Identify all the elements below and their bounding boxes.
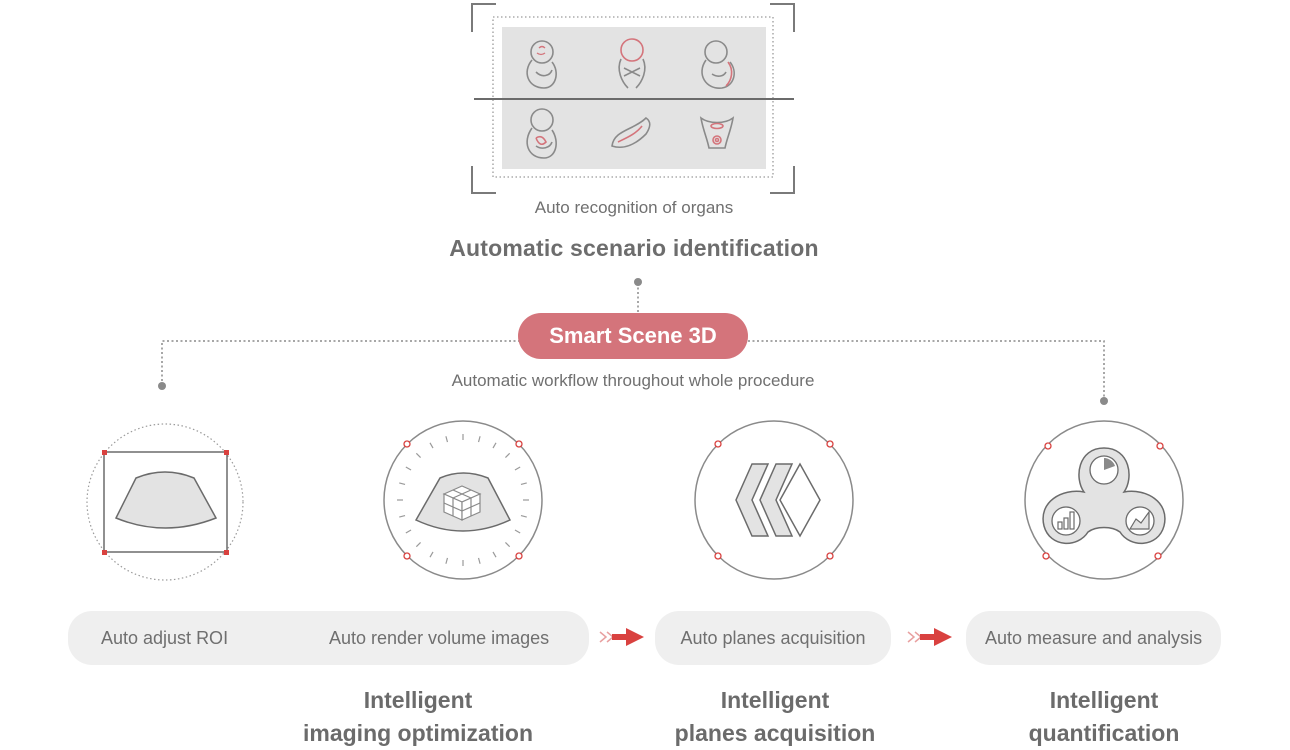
group-title-quantification-line2: quantification [1028,720,1180,746]
arrow-2-icon [599,628,644,646]
right-connector [748,340,1105,400]
uterus-icon [611,116,651,149]
radial-tick [492,551,497,558]
fetus-spine-icon [701,40,735,89]
fetus-face-icon [618,38,646,89]
radial-tick [405,466,412,471]
step-label-auto-planes: Auto planes acquisition [680,627,866,648]
radial-tick [445,436,449,443]
step-pill-planes: Auto planes acquisition [655,611,891,665]
planes-icon [694,420,854,580]
radial-tick [405,529,412,534]
radial-tick [505,452,511,458]
group-title-planes-line1: Intelligent [720,687,830,713]
top-connector-dot [634,278,642,286]
step-pill-measure: Auto measure and analysis [966,611,1221,665]
group-title-imaging-line2: imaging optimization [303,720,533,746]
group-title-planes: Intelligent planes acquisition [625,684,925,750]
workflow-caption: Automatic workflow throughout whole proc… [451,371,815,390]
left-connector [161,340,520,385]
bracket-bottom-left [471,166,496,194]
group-title-quantification-line1: Intelligent [1049,687,1159,713]
right-connector-dot [1100,397,1108,405]
group-title-imaging: Intelligent imaging optimization [268,684,568,750]
group-title-imaging-line1: Intelligent [363,687,473,713]
radial-tick [520,514,527,518]
radial-tick [514,529,521,534]
dotted-frame [492,16,774,178]
radial-tick [445,557,449,564]
radial-tick [429,442,434,449]
scenario-title: Automatic scenario identification [449,235,819,261]
left-connector-dot [158,382,166,390]
radial-tick [477,557,481,564]
radial-tick [415,542,421,548]
volume-render-icon [383,420,543,580]
roi-frame-icon [86,423,244,581]
connector-lines [161,283,1105,400]
quantification-icon [1024,420,1184,580]
radial-tick [514,466,521,471]
bracket-bottom-right [770,166,795,194]
fetus-head-icon [526,40,557,89]
organs-caption: Auto recognition of organs [534,198,734,217]
smart-scene-button[interactable]: Smart Scene 3D [518,313,748,359]
radial-tick [415,452,421,458]
radial-tick [505,542,511,548]
step-pill-group-1: Auto adjust ROI Auto render volume image… [68,611,589,665]
group-title-quantification: Intelligent quantification [954,684,1254,750]
group-title-planes-line2: planes acquisition [674,720,876,746]
arrow-3-icon [907,628,952,646]
radial-tick [492,442,497,449]
step-label-auto-adjust-roi: Auto adjust ROI [101,627,229,648]
pelvic-floor-icon [699,116,735,149]
radial-tick [520,482,527,486]
bracket-top-right [770,3,795,32]
fetus-heart-icon [526,108,557,159]
radial-tick [429,551,434,558]
bracket-top-left [471,3,496,32]
radial-tick [477,436,481,443]
step-label-auto-render-volume: Auto render volume images [329,627,550,648]
radial-tick [399,514,406,518]
radial-tick [399,482,406,486]
step-label-auto-measure: Auto measure and analysis [984,627,1203,648]
organ-recognition-panel [471,3,795,194]
